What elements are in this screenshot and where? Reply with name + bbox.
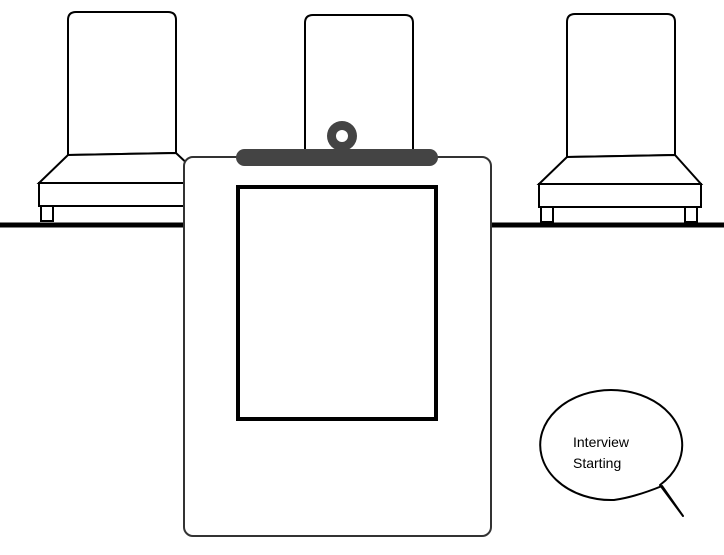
- chair-left-backrest: [67, 11, 177, 157]
- speech-bubble: [539, 389, 684, 517]
- chair-left: [36, 11, 211, 222]
- speech-bubble-shape: [539, 389, 684, 517]
- chair-right: [536, 13, 704, 223]
- chair-left-seat: [36, 151, 211, 184]
- clipboard-clip-hole: [336, 130, 348, 142]
- chair-right-seat: [536, 153, 704, 185]
- chair-center-backrest: [304, 14, 414, 160]
- chair-right-leg-1: [540, 206, 554, 223]
- chair-right-seat-front: [538, 183, 702, 208]
- clipboard: [183, 121, 492, 537]
- speech-bubble-line-1: Interview: [573, 434, 630, 450]
- chair-left-leg-1: [40, 205, 54, 222]
- chair-left-seat-front: [38, 182, 209, 207]
- clipboard-paper: [236, 185, 438, 421]
- speech-bubble-line-2: Starting: [573, 455, 622, 471]
- chair-right-leg-2: [684, 206, 698, 223]
- chair-center: [304, 14, 414, 160]
- chair-right-backrest: [566, 13, 676, 159]
- clipboard-clip-bar: [236, 149, 438, 166]
- speech-bubble-text: Interview Starting: [573, 432, 663, 474]
